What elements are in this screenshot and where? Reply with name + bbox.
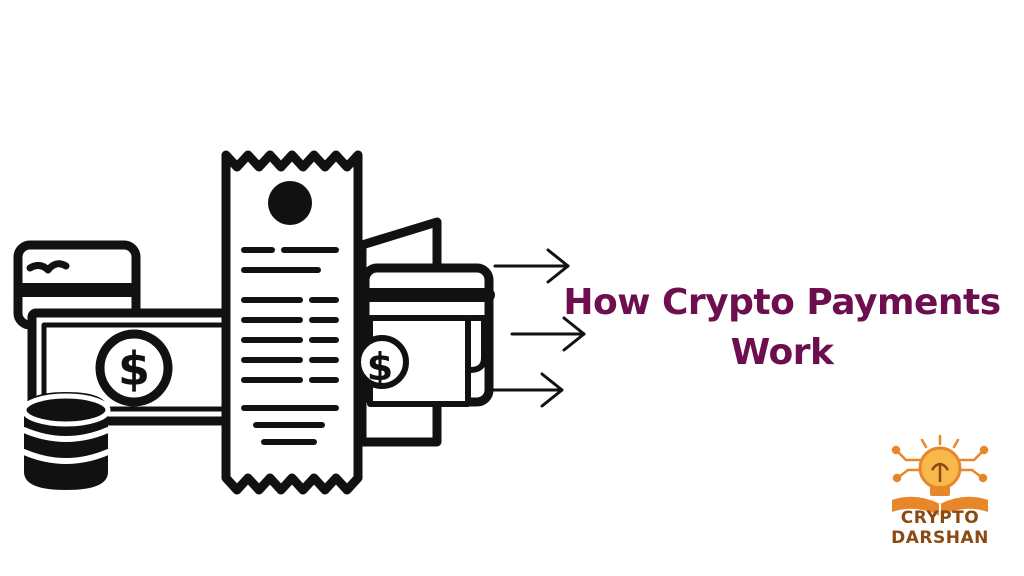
brand-name-line-1: CRYPTO: [900, 508, 980, 528]
coin-stack-icon: [21, 392, 111, 490]
svg-text:$: $: [367, 345, 393, 389]
svg-text:$: $: [118, 342, 150, 396]
wallet-icon: $: [355, 217, 495, 447]
page-title-line-2: Work: [730, 332, 834, 373]
brand-name-line-2: DARSHAN: [891, 528, 989, 548]
page-title: How Crypto Payments Work: [540, 278, 1024, 378]
brand-name: CRYPTO DARSHAN: [870, 508, 1010, 548]
lightbulb-book-logo: [891, 434, 989, 516]
receipt-icon: [221, 150, 363, 495]
arrow-right-icon: [488, 248, 586, 408]
page-title-line-1: How Crypto Payments: [563, 282, 1001, 323]
credit-card-icon: [13, 240, 141, 330]
